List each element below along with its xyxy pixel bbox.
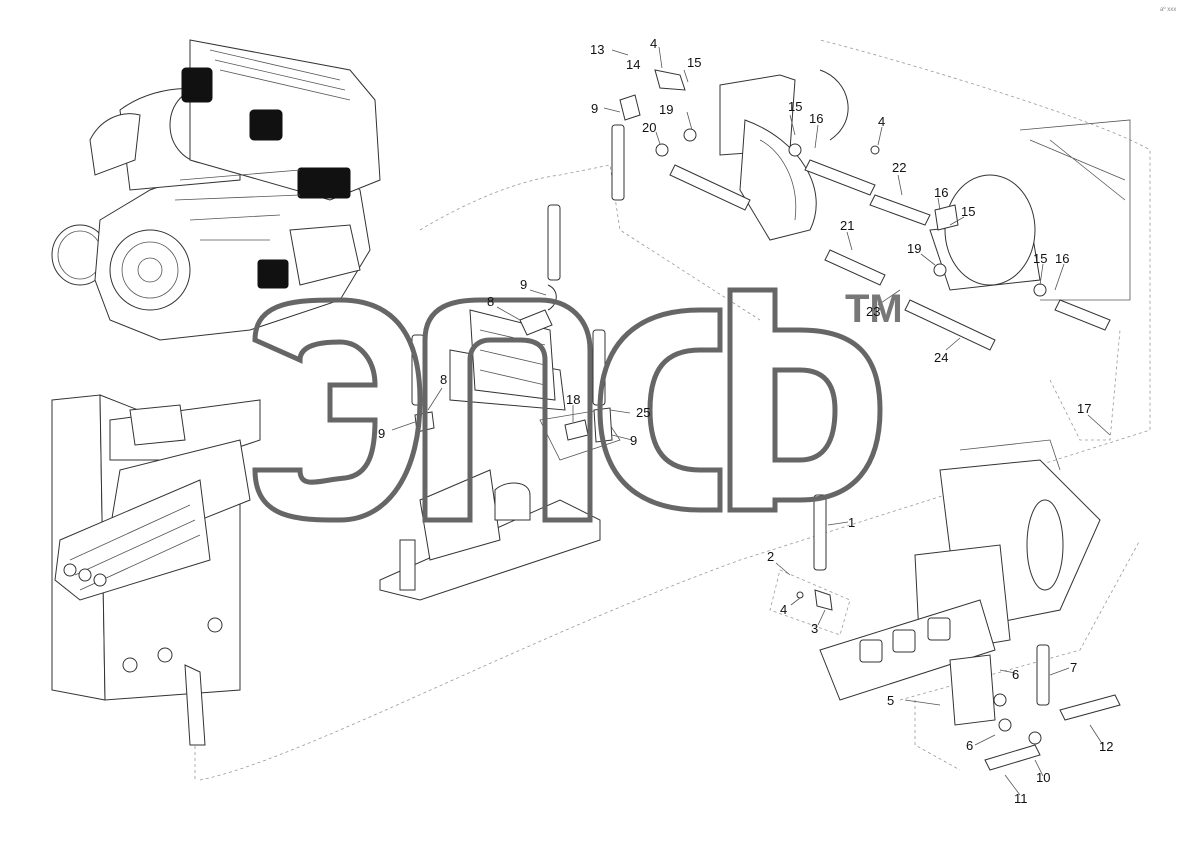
callout-9: 9: [591, 101, 598, 116]
callout-9: 9: [630, 433, 637, 448]
callout-16: 16: [809, 111, 823, 126]
callout-1: 1: [848, 515, 855, 530]
engine-assembly: [51, 39, 381, 341]
fitting-kit: [769, 569, 851, 636]
callout-labels: 13 4 14 15 9 19 20 15 16 4 22 16 15 21 1…: [378, 36, 1113, 806]
callout-12: 12: [1099, 739, 1113, 754]
callout-21: 21: [840, 218, 854, 233]
callout-9: 9: [520, 277, 527, 292]
callout-3: 3: [811, 621, 818, 636]
callout-15: 15: [687, 55, 701, 70]
callout-24: 24: [934, 350, 948, 365]
callout-10: 10: [1036, 770, 1050, 785]
callout-16: 16: [1055, 251, 1069, 266]
callout-6: 6: [966, 738, 973, 753]
chassis-frame: [379, 309, 621, 601]
callout-23: 23: [866, 304, 880, 319]
callout-15: 15: [788, 99, 802, 114]
callout-6: 6: [1012, 667, 1019, 682]
callout-11: 11: [1014, 791, 1028, 806]
callout-8: 8: [440, 372, 447, 387]
callout-17: 17: [1077, 401, 1091, 416]
callout-15: 15: [961, 204, 975, 219]
upper-right-tank: [719, 69, 1131, 301]
callout-5: 5: [887, 693, 894, 708]
callout-18: 18: [566, 392, 580, 407]
pump-assembly: [819, 439, 1121, 771]
callout-13: 13: [590, 42, 604, 57]
callout-14: 14: [626, 57, 640, 72]
callout-16: 16: [934, 185, 948, 200]
callout-9: 9: [378, 426, 385, 441]
callout-4: 4: [780, 602, 787, 617]
callout-8: 8: [487, 294, 494, 309]
watermark-logo: TM: [252, 287, 903, 523]
callout-22: 22: [892, 160, 906, 175]
control-valve-tank: [51, 394, 261, 746]
callout-15: 15: [1033, 251, 1047, 266]
callout-20: 20: [642, 120, 656, 135]
callout-7: 7: [1070, 660, 1077, 675]
callout-19: 19: [659, 102, 673, 117]
trademark-symbol: TM: [845, 287, 903, 331]
callout-4: 4: [650, 36, 657, 51]
corner-mark: aº xxx: [1160, 6, 1176, 13]
leader-lines: [391, 46, 1111, 796]
callout-25: 25: [636, 405, 650, 420]
callout-4: 4: [878, 114, 885, 129]
callout-19: 19: [907, 241, 921, 256]
callout-2: 2: [767, 549, 774, 564]
